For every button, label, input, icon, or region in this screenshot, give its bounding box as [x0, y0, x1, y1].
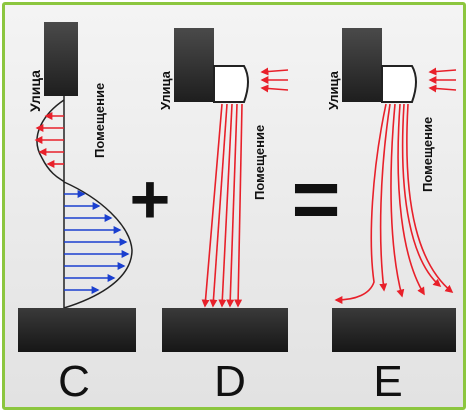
- red-arrow: [226, 103, 238, 308]
- panel-letter-e: E: [373, 357, 402, 406]
- downflow-arrows-d: [201, 103, 243, 308]
- door-leaf-d: [213, 65, 249, 103]
- red-arrow: [218, 103, 233, 308]
- plus-operator: +: [130, 160, 171, 238]
- panel-d: Улица Помещение D: [158, 28, 289, 406]
- inside-label-e: Помещение: [420, 117, 435, 192]
- red-arrow: [209, 103, 228, 308]
- red-arrow: [406, 103, 454, 294]
- inflow-arrows-c: [64, 190, 130, 294]
- inside-label-c: Помещение: [92, 83, 107, 158]
- door-leaf-e: [381, 65, 417, 103]
- floor-block-d: [162, 308, 288, 352]
- red-arrow: [401, 103, 442, 288]
- wall-block-d: [174, 28, 214, 102]
- red-arrow: [260, 84, 289, 93]
- red-arrow: [428, 67, 457, 76]
- red-arrow: [379, 103, 391, 292]
- entry-arrows-d: [260, 67, 289, 93]
- inside-label-d: Помещение: [252, 125, 267, 200]
- floor-block-c: [18, 308, 136, 352]
- red-arrow: [397, 103, 425, 296]
- red-arrow: [234, 103, 243, 308]
- red-arrow: [334, 103, 387, 304]
- spreading-flow-arrows-e: [334, 103, 454, 304]
- equals-operator: =: [291, 152, 340, 246]
- panel-c: Улица Помещение C: [18, 22, 136, 406]
- wall-block-e: [342, 28, 382, 102]
- velocity-profile-curve: [36, 99, 133, 309]
- floor-block-e: [332, 308, 456, 352]
- outside-label-c: Улица: [27, 70, 43, 112]
- entry-arrows-e: [428, 67, 457, 93]
- panel-e: Улица Помещение E: [326, 28, 457, 406]
- red-arrow: [390, 103, 405, 298]
- outside-label-e: Улица: [326, 70, 341, 110]
- panel-letter-d: D: [214, 357, 246, 406]
- outside-label-d: Улица: [158, 70, 173, 110]
- wall-block-c: [44, 22, 78, 96]
- red-arrow: [428, 84, 457, 93]
- panel-letter-c: C: [58, 357, 90, 406]
- red-arrow: [201, 103, 223, 308]
- outflow-arrows-c: [34, 112, 64, 168]
- red-arrow: [260, 67, 289, 76]
